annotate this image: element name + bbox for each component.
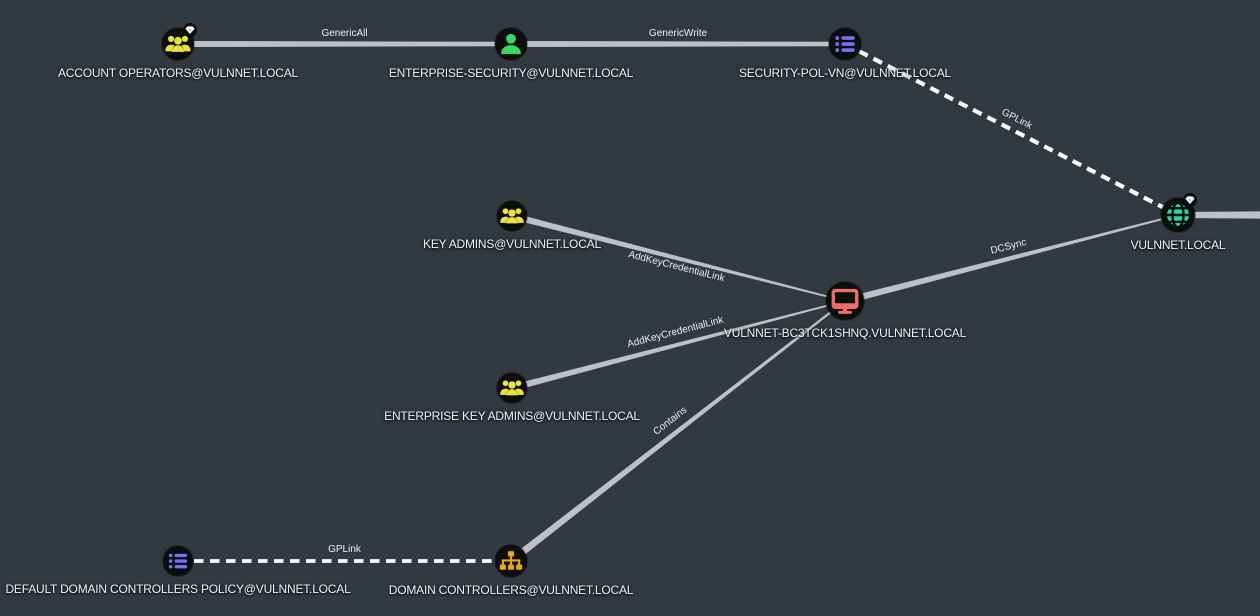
tier-zero-gem-badge [183,23,198,38]
computer-monitor-icon [826,282,864,320]
node-label: ENTERPRISE KEY ADMINS@VULNNET.LOCAL [384,409,640,423]
edge-label: GPLink [328,544,362,555]
edge-addkeycredentiallink[interactable] [511,300,846,392]
gpo-list-icon [163,546,193,576]
user-icon [495,28,527,60]
edge-link[interactable] [1178,211,1260,219]
node-label: DOMAIN CONTROLLERS@VULNNET.LOCAL [388,583,634,597]
node-label: VULNNET.LOCAL [1130,238,1226,252]
node-label: VULNNET-BC3TCK1SHNQ.VULNNET.LOCAL [723,326,967,340]
edge-dcsync[interactable] [844,214,1179,305]
edge-genericall[interactable] [178,41,511,47]
edge-label: Contains [651,405,689,438]
ou-sitemap-icon [495,545,527,577]
edge-label: GenericAll [321,28,367,39]
edge-contains[interactable] [508,300,846,564]
edge-addkeycredentiallink[interactable] [511,212,846,302]
edge-label: GenericWrite [649,28,708,39]
edge-genericwrite[interactable] [511,41,845,47]
node-label: DEFAULT DOMAIN CONTROLLERS POLICY@VULNNE… [5,582,351,596]
node-label: ENTERPRISE-SECURITY@VULNNET.LOCAL [388,66,634,80]
tier-zero-gem-badge [1183,192,1198,207]
node-label: ACCOUNT OPERATORS@VULNNET.LOCAL [57,66,299,80]
group-icon [497,373,527,403]
gpo-list-icon [829,28,861,60]
node-label: KEY ADMINS@VULNNET.LOCAL [423,237,601,251]
node-label: SECURITY-POL-VN@VULNNET.LOCAL [739,66,951,80]
edge-gplink[interactable] [844,42,1179,217]
group-icon [497,201,527,231]
